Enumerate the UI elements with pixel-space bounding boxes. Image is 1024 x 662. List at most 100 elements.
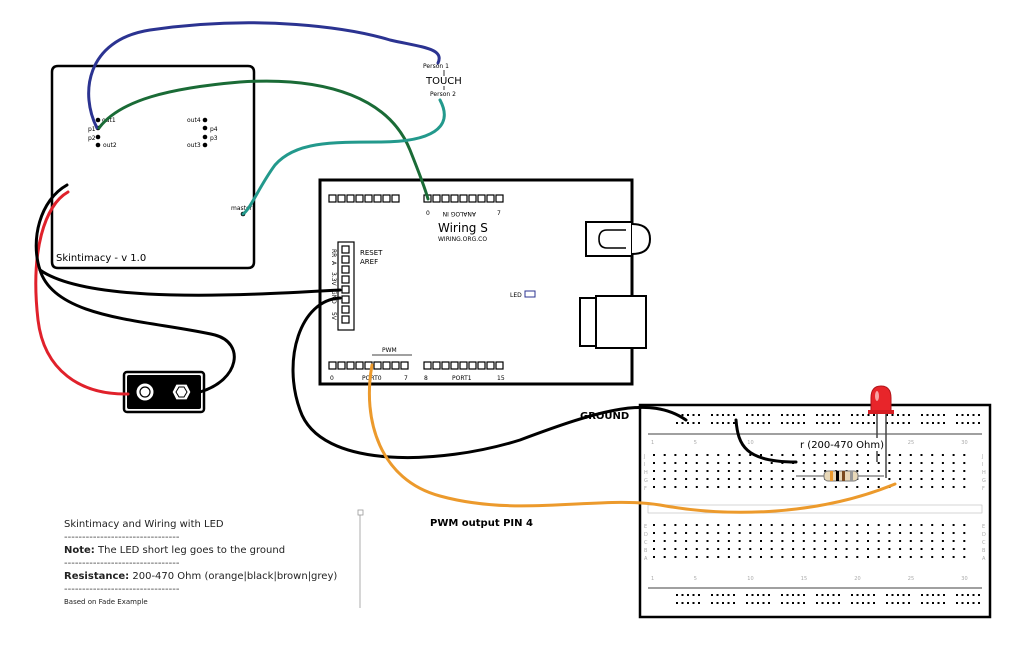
port1-pin [468, 361, 477, 370]
breadboard-hole [832, 602, 835, 604]
breadboard-row-label: F [982, 486, 985, 492]
breadboard-hole [653, 486, 655, 488]
breadboard-hole [727, 478, 730, 480]
breadboard-hole [902, 602, 905, 604]
breadboard-hole [803, 414, 805, 416]
port1-pin [477, 361, 486, 370]
port0-pin [400, 361, 409, 370]
breadboard-hole [891, 414, 894, 416]
port0-pin [373, 361, 382, 370]
black-wire-ground [291, 296, 688, 460]
breadboard-hole [845, 532, 848, 534]
breadboard-hole [937, 602, 940, 604]
gnd-label: GND [330, 290, 337, 304]
breadboard-row-label: D [982, 532, 986, 538]
breadboard-hole [845, 462, 848, 464]
breadboard-holes [653, 414, 980, 604]
breadboard-hole [813, 470, 816, 472]
breadboard-hole [813, 454, 816, 456]
breadboard-hole [692, 422, 695, 424]
black-wire-gnd [38, 268, 342, 297]
breadboard-hole [856, 422, 859, 424]
breadboard-hole [856, 470, 859, 472]
breadboard-hole [698, 594, 700, 596]
breadboard-hole [845, 548, 848, 550]
breadboard-hole [899, 540, 902, 542]
breadboard-hole [834, 540, 837, 542]
breadboard-hole [963, 532, 966, 534]
analog-in-pin [495, 194, 504, 203]
breadboard-hole [816, 422, 818, 424]
breadboard-hole [733, 594, 735, 596]
breadboard-hole [821, 594, 824, 596]
breadboard-hole [856, 594, 859, 596]
breadboard-hole [902, 422, 905, 424]
breadboard-hole [888, 548, 891, 550]
notes-note: Note: The LED short leg goes to the grou… [64, 544, 364, 557]
breadboard-hole [663, 556, 666, 558]
v33-label: 3.3V [330, 272, 337, 287]
breadboard-hole [674, 532, 677, 534]
breadboard-hole [867, 470, 869, 472]
breadboard-hole [760, 486, 762, 488]
breadboard-hole [681, 422, 684, 424]
pin-p2 [95, 134, 101, 140]
breadboard-hole [674, 524, 677, 526]
breadboard-hole [711, 414, 713, 416]
breadboard-hole [749, 470, 752, 472]
breadboard-hole [967, 594, 969, 596]
breadboard-hole [824, 486, 827, 488]
breadboard-hole [770, 486, 773, 488]
analog-in-pin [432, 194, 441, 203]
breadboard-hole [845, 454, 848, 456]
breadboard-hole [711, 594, 713, 596]
breadboard-hole [952, 548, 955, 550]
wires [34, 21, 897, 514]
breadboard-hole [920, 556, 923, 558]
breadboard-hole [770, 454, 773, 456]
breadboard-hole [931, 470, 934, 472]
breadboard-hole [692, 594, 695, 596]
breadboard-hole [792, 422, 794, 424]
breadboard-hole [792, 532, 795, 534]
breadboard-hole [674, 478, 677, 480]
breadboard-hole [727, 602, 730, 604]
breadboard-hole [792, 454, 795, 456]
breadboard-hole [845, 524, 848, 526]
breadboard-hole [687, 422, 689, 424]
notes-title: Skintimacy and Wiring with LED [64, 519, 224, 530]
breadboard-hole [956, 422, 958, 424]
analog-in-pin [459, 194, 468, 203]
notes-resistance: Resistance: 200-470 Ohm (orange|black|br… [64, 570, 364, 583]
breadboard-hole [757, 422, 759, 424]
breadboard-hole [681, 602, 684, 604]
notes-panel: Skintimacy and Wiring with LED ---------… [64, 518, 364, 609]
breadboard-hole [706, 524, 709, 526]
breadboard-hole [760, 462, 762, 464]
breadboard-hole [838, 602, 840, 604]
breadboard-hole [867, 422, 870, 424]
breadboard-hole [891, 422, 894, 424]
breadboard-hole [727, 548, 730, 550]
breadboard-hole [781, 594, 783, 596]
breadboard-hole [862, 422, 864, 424]
breadboard-hole [897, 414, 899, 416]
breadboard-hole [921, 422, 923, 424]
breadboard-hole [738, 548, 741, 550]
breadboard-hole [941, 548, 944, 550]
header-top-left-pin [391, 194, 400, 203]
breadboard-hole [851, 414, 853, 416]
breadboard-hole [695, 454, 698, 456]
breadboard-hole [802, 486, 805, 488]
breadboard-hole [746, 414, 748, 416]
label-master: master [231, 205, 253, 212]
power-header-pin [341, 305, 350, 314]
breadboard-hole [797, 422, 800, 424]
port1-pin [441, 361, 450, 370]
breadboard-hole [972, 422, 975, 424]
breadboard-hole [926, 414, 929, 416]
breadboard-hole [792, 594, 794, 596]
breadboard-hole [908, 422, 910, 424]
breadboard-hole [862, 602, 864, 604]
breadboard-hole [676, 602, 678, 604]
